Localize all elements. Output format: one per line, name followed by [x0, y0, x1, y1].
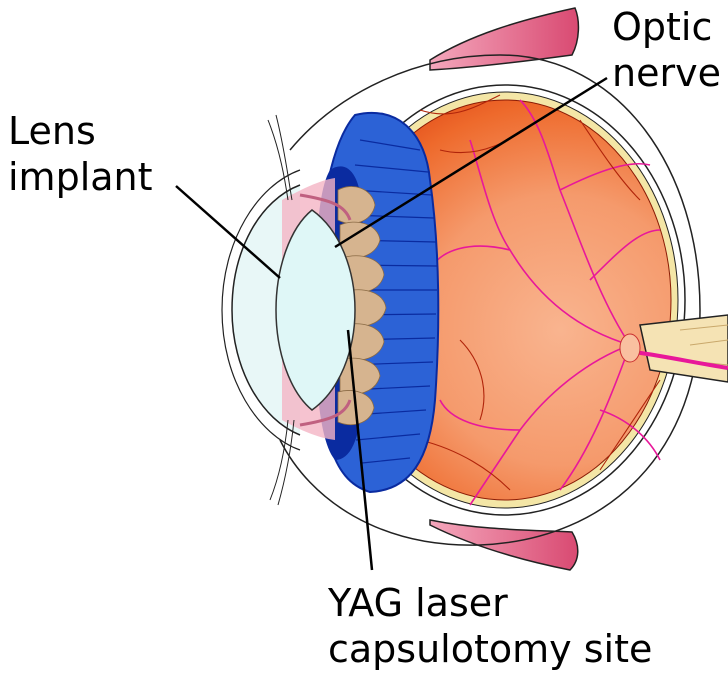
label-lens-implant-line1: Lens [8, 108, 153, 154]
label-lens-implant: Lens implant [8, 108, 153, 200]
label-optic-nerve: Optic nerve [612, 4, 721, 96]
label-yag-site-line2: capsulotomy site [328, 626, 652, 672]
upper-muscle [430, 8, 578, 70]
label-yag-site: YAG laser capsulotomy site [328, 580, 652, 672]
label-optic-nerve-line1: Optic [612, 4, 721, 50]
label-lens-implant-line2: implant [8, 154, 153, 200]
label-optic-nerve-line2: nerve [612, 50, 721, 96]
label-yag-site-line1: YAG laser [328, 580, 652, 626]
